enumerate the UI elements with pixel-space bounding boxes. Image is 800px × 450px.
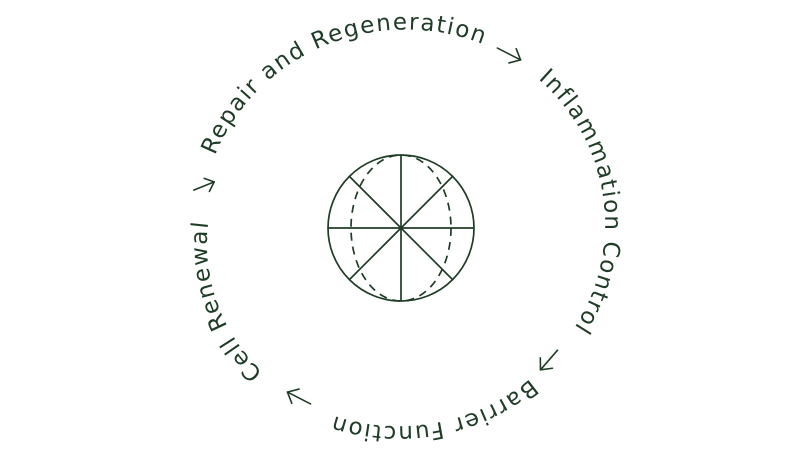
stage-label-inflammation-control: Inflammation Control <box>534 64 625 339</box>
stage-label-cell-renewal: Cell Renewal <box>187 219 267 386</box>
stage-label-text: Barrier Function <box>327 374 541 446</box>
stage-label-text: Inflammation Control <box>534 64 623 339</box>
arrow-right-icon <box>286 388 312 405</box>
cell-sphere-icon <box>327 154 475 302</box>
stage-label-repair-and-regeneration: Repair and Regeneration <box>197 9 491 158</box>
arrow-right-icon <box>193 177 215 193</box>
stage-label-text: Cell Renewal <box>187 219 266 386</box>
arrow-right-icon <box>539 349 559 371</box>
arrow-right-icon <box>496 47 522 64</box>
stage-label-text: Repair and Regeneration <box>197 9 490 158</box>
stage-label-barrier-function: Barrier Function <box>327 374 542 446</box>
